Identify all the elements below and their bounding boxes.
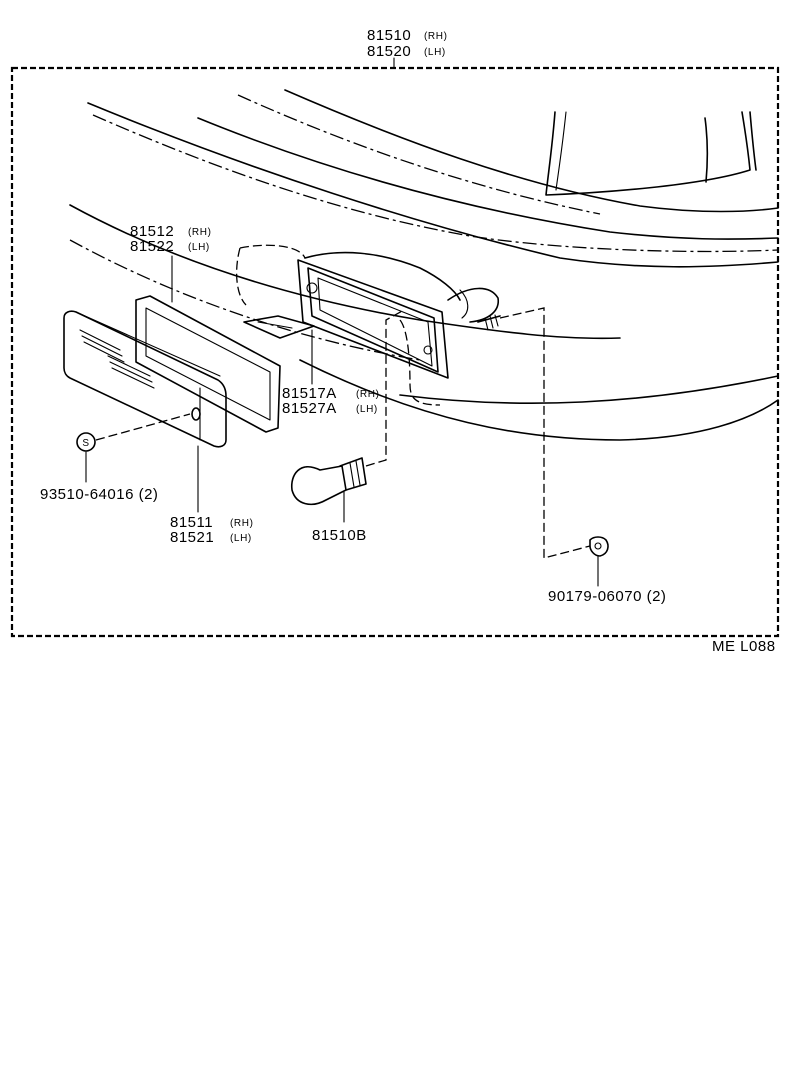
assembly-rh-side: (RH) — [424, 31, 448, 42]
reflector-lh-side: (LH) — [356, 404, 378, 415]
lens-part — [63, 310, 227, 513]
nut-label: 90179-06070 (2) — [548, 588, 666, 605]
lens-lh-code: 81521 — [170, 529, 214, 546]
assembly-lh-side: (LH) — [424, 47, 446, 58]
assembly-rh-code: 81510 — [367, 27, 411, 44]
reflector-lh-code: 81527A — [282, 400, 337, 417]
reflector-rh-code: 81517A — [282, 385, 337, 402]
lens-rh-code: 81511 — [170, 514, 213, 531]
nut-part — [499, 307, 609, 587]
gasket-lh-side: (LH) — [188, 242, 210, 253]
gasket-label: 81512 (RH) 81522 (LH) — [130, 223, 212, 255]
assembly-frame — [10, 66, 780, 638]
gasket-part — [135, 255, 281, 433]
diagram-reference: ME L088 — [712, 638, 776, 655]
gasket-rh-side: (RH) — [188, 227, 212, 238]
lens-rh-side: (RH) — [230, 518, 254, 529]
assembly-label: 81510 (RH) 81520 (LH) — [367, 27, 448, 60]
reflector-label: 81517A (RH) 81527A (LH) — [282, 385, 380, 417]
reflector-rh-side: (RH) — [356, 389, 380, 400]
bulb-label: 81510B — [312, 527, 367, 544]
assembly-lh-code: 81520 — [367, 43, 411, 60]
gasket-rh-code: 81512 — [130, 223, 174, 240]
gasket-lh-code: 81522 — [130, 238, 174, 255]
screw-symbol: S — [76, 413, 191, 483]
screw-label: 93510-64016 (2) — [40, 486, 158, 503]
reflector-part — [243, 315, 315, 385]
lamp-housing — [235, 244, 501, 406]
lens-lh-side: (LH) — [230, 533, 252, 544]
lens-label: 81511 (RH) 81521 (LH) — [170, 514, 254, 546]
car-body-outline — [69, 89, 779, 441]
screw-symbol-text: S — [82, 438, 89, 449]
bulb-part — [291, 309, 405, 523]
